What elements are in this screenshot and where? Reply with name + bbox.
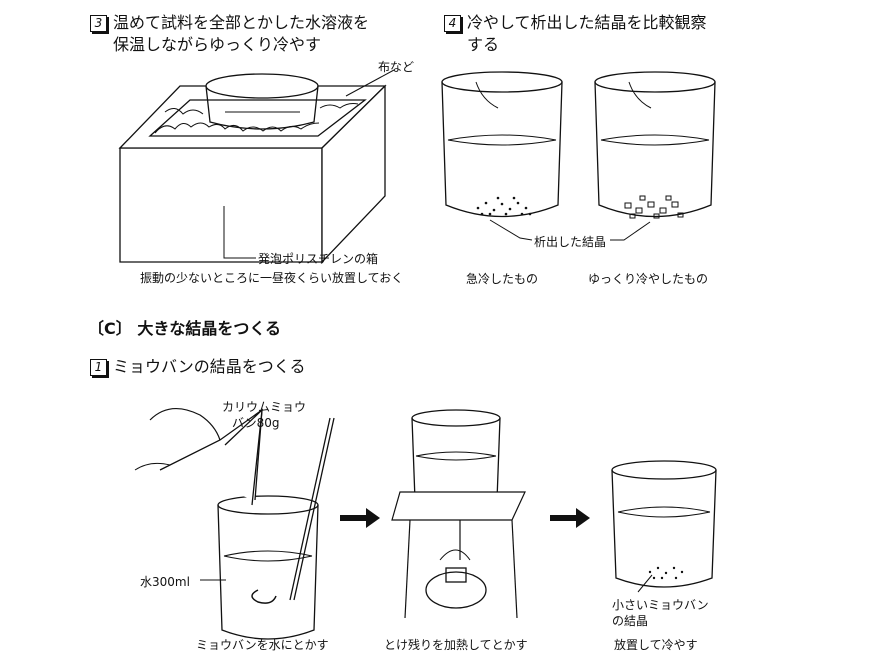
stepc1-title-text: ミョウバンの結晶をつくる xyxy=(113,357,306,376)
caption-slow-cooled: ゆっくり冷やしたもの xyxy=(588,272,709,286)
step3-title: 3 温めて試料を全部とかした水溶液を xyxy=(90,12,369,33)
beaker-cooling xyxy=(611,460,717,588)
label-styrofoam-box: 発泡ポリスチレンの箱 xyxy=(258,252,379,266)
beaker-slow-cooled xyxy=(594,71,716,218)
label-alum-line1: カリウムミョウ xyxy=(222,400,307,414)
beaker-fast-cooled xyxy=(441,71,563,218)
step4-title-line1: 冷やして析出した結晶を比較観察 xyxy=(467,13,707,32)
caption-dissolve: ミョウバンを水にとかす xyxy=(196,638,329,652)
large-crystals xyxy=(624,195,684,219)
label-small-crystals-line1: 小さいミョウバン xyxy=(612,598,709,612)
step4-number: 4 xyxy=(444,15,461,32)
stepc1-number: 1 xyxy=(90,359,107,376)
caption-fast-cooled: 急冷したもの xyxy=(466,272,539,286)
step3-title-line1: 温めて試料を全部とかした水溶液を xyxy=(113,13,370,32)
beaker-in-box xyxy=(205,73,319,130)
label-precipitated-crystals: 析出した結晶 xyxy=(534,235,607,249)
styrofoam-box xyxy=(118,84,387,264)
arrow-1 xyxy=(340,508,380,528)
step3-caption: 振動の少ないところに一昼夜くらい放置しておく xyxy=(140,271,404,285)
step3-title-line2: 保温しながらゆっくり冷やす xyxy=(113,35,322,54)
step4-title: 4 冷やして析出した結晶を比較観察 xyxy=(444,12,707,33)
wire-gauze-stand xyxy=(391,491,526,619)
arrow-2 xyxy=(550,508,590,528)
caption-heat: とけ残りを加熱してとかす xyxy=(384,638,528,652)
fine-crystals xyxy=(476,196,532,216)
label-alum-line2: バン80g xyxy=(232,416,280,430)
section-c-title: 〔C〕 大きな結晶をつくる xyxy=(88,319,281,338)
paper-and-hand xyxy=(134,408,263,506)
burner xyxy=(425,549,487,609)
stepc1-title: 1 ミョウバンの結晶をつくる xyxy=(90,356,305,377)
beaker-dissolving xyxy=(217,495,319,640)
label-small-crystals-line2: の結晶 xyxy=(612,614,649,628)
label-cloth: 布など xyxy=(378,60,415,74)
small-crystals xyxy=(648,566,684,580)
label-water: 水300ml xyxy=(140,575,190,589)
step4-title-line2: する xyxy=(467,35,500,54)
step3-number: 3 xyxy=(90,15,107,32)
caption-cool: 放置して冷やす xyxy=(614,638,698,652)
